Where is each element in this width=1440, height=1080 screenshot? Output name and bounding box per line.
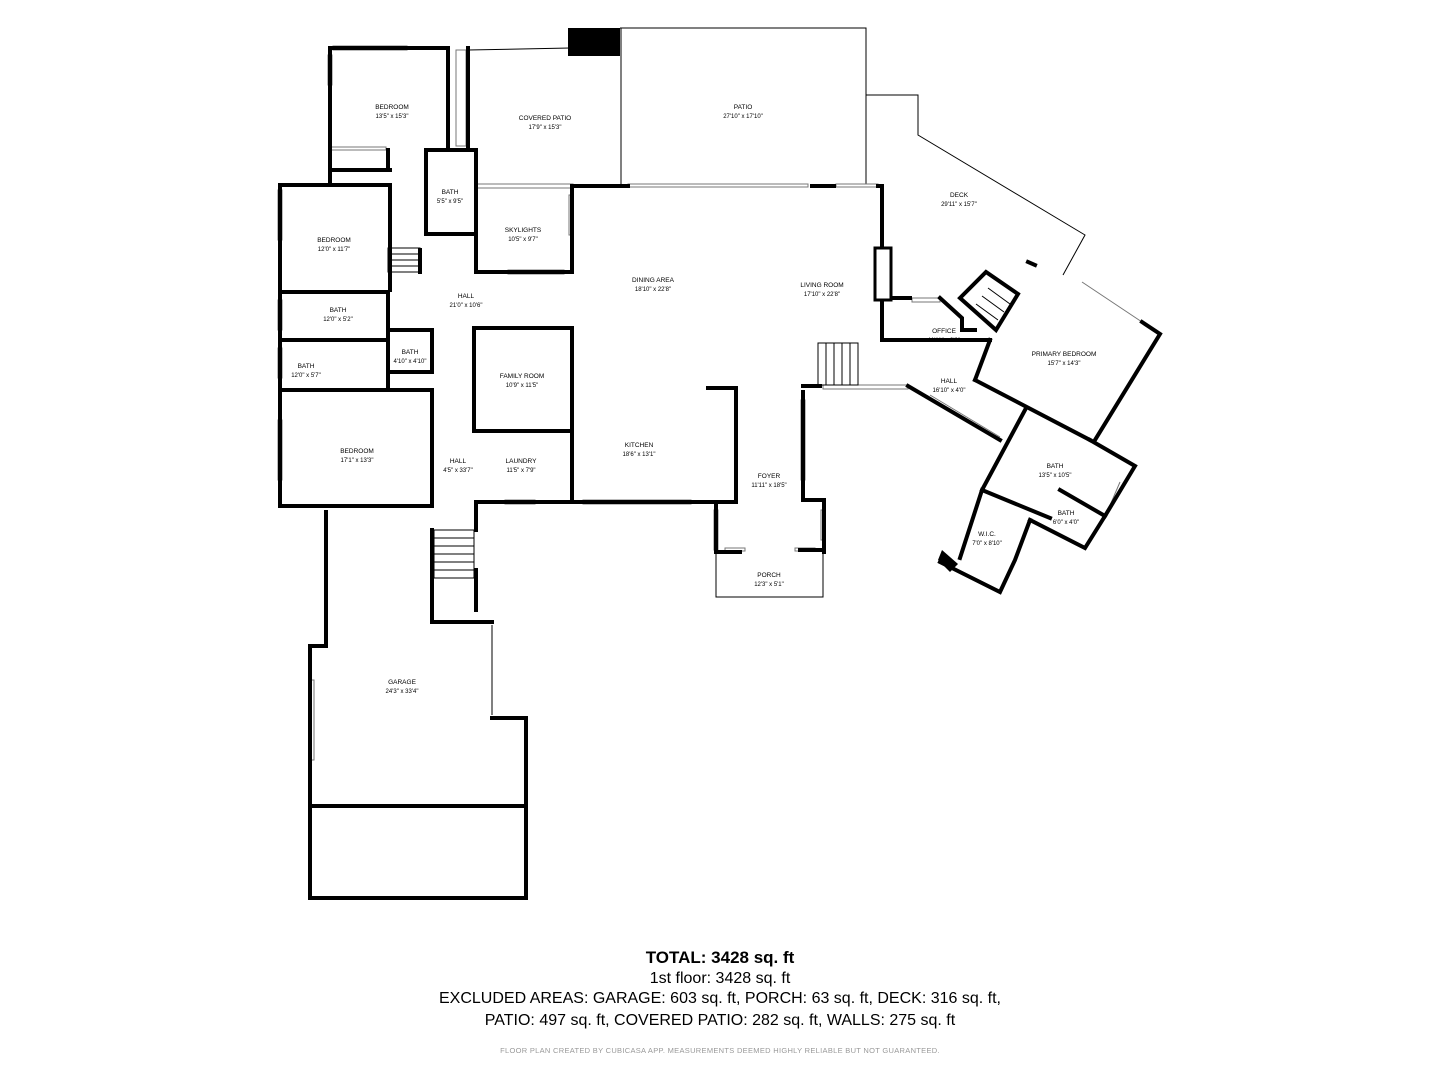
room-name-garage: GARAGE xyxy=(388,679,416,686)
room-name-laundry: LAUNDRY xyxy=(506,458,538,465)
room-name-office: OFFICE xyxy=(932,328,956,335)
room-name-deck: DECK xyxy=(950,192,969,199)
room-dim-bath-2: 12'0" x 5'2" xyxy=(323,317,353,323)
room-name-foyer: FOYER xyxy=(758,473,781,480)
room-dim-family-room: 10'9" x 11'5" xyxy=(506,383,538,389)
room-name-kitchen: KITCHEN xyxy=(625,442,654,449)
room-dim-deck: 29'11" x 15'7" xyxy=(941,202,977,208)
room-name-hall-2: HALL xyxy=(941,378,958,385)
room-dim-hall-3: 4'5" x 33'7" xyxy=(443,468,473,474)
room-dim-covered-patio: 17'9" x 15'3" xyxy=(529,125,562,131)
room-dim-laundry: 11'5" x 7'9" xyxy=(506,468,535,474)
excluded-areas-line-1: EXCLUDED AREAS: GARAGE: 603 sq. ft, PORC… xyxy=(439,990,1001,1007)
room-dim-bedroom-1: 13'5" x 15'3" xyxy=(376,114,409,120)
room-name-porch: PORCH xyxy=(757,572,781,579)
room-name-primary-bedroom: PRIMARY BEDROOM xyxy=(1032,351,1097,358)
room-dim-garage: 24'3" x 33'4" xyxy=(386,689,419,695)
room-dim-bedroom-3: 17'1" x 13'3" xyxy=(341,458,374,464)
room-dim-dining-area: 18'10" x 22'8" xyxy=(635,287,671,293)
room-name-bath-1: BATH xyxy=(442,189,459,196)
room-name-wic: W.I.C. xyxy=(978,531,996,538)
room-name-bath-4: BATH xyxy=(298,363,315,370)
room-name-patio: PATIO xyxy=(734,104,753,111)
disclaimer-footer: FLOOR PLAN CREATED BY CUBICASA APP. MEAS… xyxy=(500,1046,940,1055)
room-name-living-room: LIVING ROOM xyxy=(800,282,843,289)
room-dim-primary-bedroom: 15'7" x 14'3" xyxy=(1048,361,1081,367)
room-dim-bath-1: 5'5" x 9'5" xyxy=(437,199,463,205)
room-name-hall-1: HALL xyxy=(458,293,475,300)
room-name-family-room: FAMILY ROOM xyxy=(500,373,545,380)
room-dim-living-room: 17'10" x 22'8" xyxy=(804,292,840,298)
room-dim-foyer: 11'11" x 18'5" xyxy=(751,483,786,489)
room-dim-hall-1: 21'0" x 10'6" xyxy=(450,303,483,309)
room-name-bath-5: BATH xyxy=(1047,463,1064,470)
windows xyxy=(277,45,1143,761)
room-dim-bath-6: 6'0" x 4'0" xyxy=(1053,520,1079,526)
room-dim-bath-4: 12'0" x 5'7" xyxy=(291,373,321,379)
room-name-bedroom-3: BEDROOM xyxy=(340,448,374,455)
total-area: TOTAL: 3428 sq. ft xyxy=(645,948,795,967)
room-dim-hall-2: 16'10" x 4'0" xyxy=(933,388,966,394)
room-name-skylights: SKYLIGHTS xyxy=(505,227,542,234)
walls xyxy=(278,28,1163,900)
room-name-dining-area: DINING AREA xyxy=(632,277,675,284)
stairs xyxy=(387,247,1011,579)
room-name-covered-patio: COVERED PATIO xyxy=(519,115,572,122)
room-dim-patio: 27'10" x 17'10" xyxy=(723,114,763,120)
room-dim-skylights: 10'5" x 9'7" xyxy=(508,237,538,243)
room-dim-porch: 12'3" x 5'1" xyxy=(754,582,784,588)
room-dim-bath-5: 13'5" x 10'5" xyxy=(1039,473,1072,479)
outdoor-outlines xyxy=(467,27,1086,715)
room-name-bedroom-2: BEDROOM xyxy=(317,237,351,244)
excluded-areas-line-2: PATIO: 497 sq. ft, COVERED PATIO: 282 sq… xyxy=(484,1012,956,1029)
room-dim-office: 11'11" x 3'9" xyxy=(928,338,960,344)
room-name-bath-3: BATH xyxy=(402,349,419,356)
floor-plan: BEDROOM 13'5" x 15'3" COVERED PATIO 17'9… xyxy=(277,27,1163,900)
room-name-bath-6: BATH xyxy=(1058,510,1075,517)
room-labels: BEDROOM 13'5" x 15'3" COVERED PATIO 17'9… xyxy=(291,104,1096,695)
room-name-bedroom-1: BEDROOM xyxy=(375,104,409,111)
room-dim-wic: 7'0" x 8'10" xyxy=(972,541,1002,547)
first-floor-area: 1st floor: 3428 sq. ft xyxy=(649,970,791,987)
room-dim-bedroom-2: 12'0" x 11'7" xyxy=(318,247,350,253)
room-name-bath-2: BATH xyxy=(330,307,347,314)
room-name-hall-3: HALL xyxy=(450,458,467,465)
room-dim-kitchen: 18'6" x 13'1" xyxy=(623,452,656,458)
room-dim-bath-3: 4'10" x 4'10" xyxy=(394,359,427,365)
